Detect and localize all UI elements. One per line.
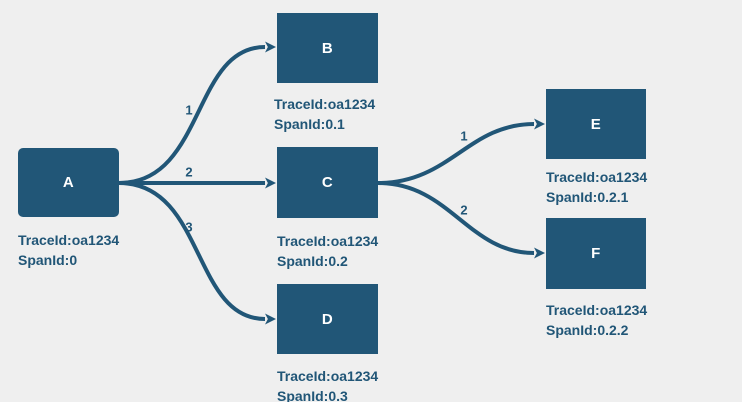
node-a-trace-id: TraceId:oa1234	[18, 232, 120, 248]
node-f-trace-id: TraceId:oa1234	[546, 302, 648, 318]
node-b-trace-id: TraceId:oa1234	[274, 96, 376, 112]
edge-label-a-c: 2	[185, 164, 193, 180]
edge-a-b	[118, 41, 276, 185]
node-c-span-id: SpanId:0.2	[277, 253, 348, 269]
node-f: F	[546, 218, 646, 289]
node-d-label: D	[321, 310, 334, 328]
edge-label-c-f: 2	[460, 202, 468, 218]
edge-label-a-d: 3	[185, 219, 193, 235]
node-b-label: B	[321, 39, 334, 57]
node-d-caption: TraceId:oa1234 SpanId:0.3	[277, 366, 378, 402]
edge-a-d	[118, 181, 276, 325]
node-e-trace-id: TraceId:oa1234	[546, 169, 648, 185]
node-e-caption: TraceId:oa1234 SpanId:0.2.1	[546, 167, 647, 207]
node-f-caption: TraceId:oa1234 SpanId:0.2.2	[546, 300, 647, 340]
node-a: A	[18, 148, 119, 217]
node-e-label: E	[590, 115, 602, 133]
node-c-caption: TraceId:oa1234 SpanId:0.2	[277, 231, 378, 271]
edge-c-f	[377, 181, 545, 259]
node-f-label: F	[591, 245, 601, 262]
node-b-caption: TraceId:oa1234 SpanId:0.1	[274, 94, 375, 134]
edge-label-c-e: 1	[460, 128, 468, 144]
node-c-label: C	[321, 174, 334, 191]
node-a-label: A	[62, 174, 75, 191]
node-c-trace-id: TraceId:oa1234	[277, 233, 379, 249]
edge-label-a-b: 1	[185, 102, 193, 118]
node-f-span-id: SpanId:0.2.2	[546, 322, 629, 338]
node-b-span-id: SpanId:0.1	[274, 116, 345, 132]
node-e: E	[546, 89, 646, 159]
node-c: C	[277, 147, 378, 218]
edge-c-e	[377, 118, 545, 185]
node-a-span-id: SpanId:0	[18, 252, 78, 268]
node-d-trace-id: TraceId:oa1234	[277, 368, 379, 384]
node-e-span-id: SpanId:0.2.1	[546, 189, 629, 205]
node-b: B	[277, 13, 378, 83]
node-a-caption: TraceId:oa1234 SpanId:0	[18, 230, 119, 270]
node-d-span-id: SpanId:0.3	[277, 388, 348, 402]
node-d: D	[277, 284, 378, 354]
